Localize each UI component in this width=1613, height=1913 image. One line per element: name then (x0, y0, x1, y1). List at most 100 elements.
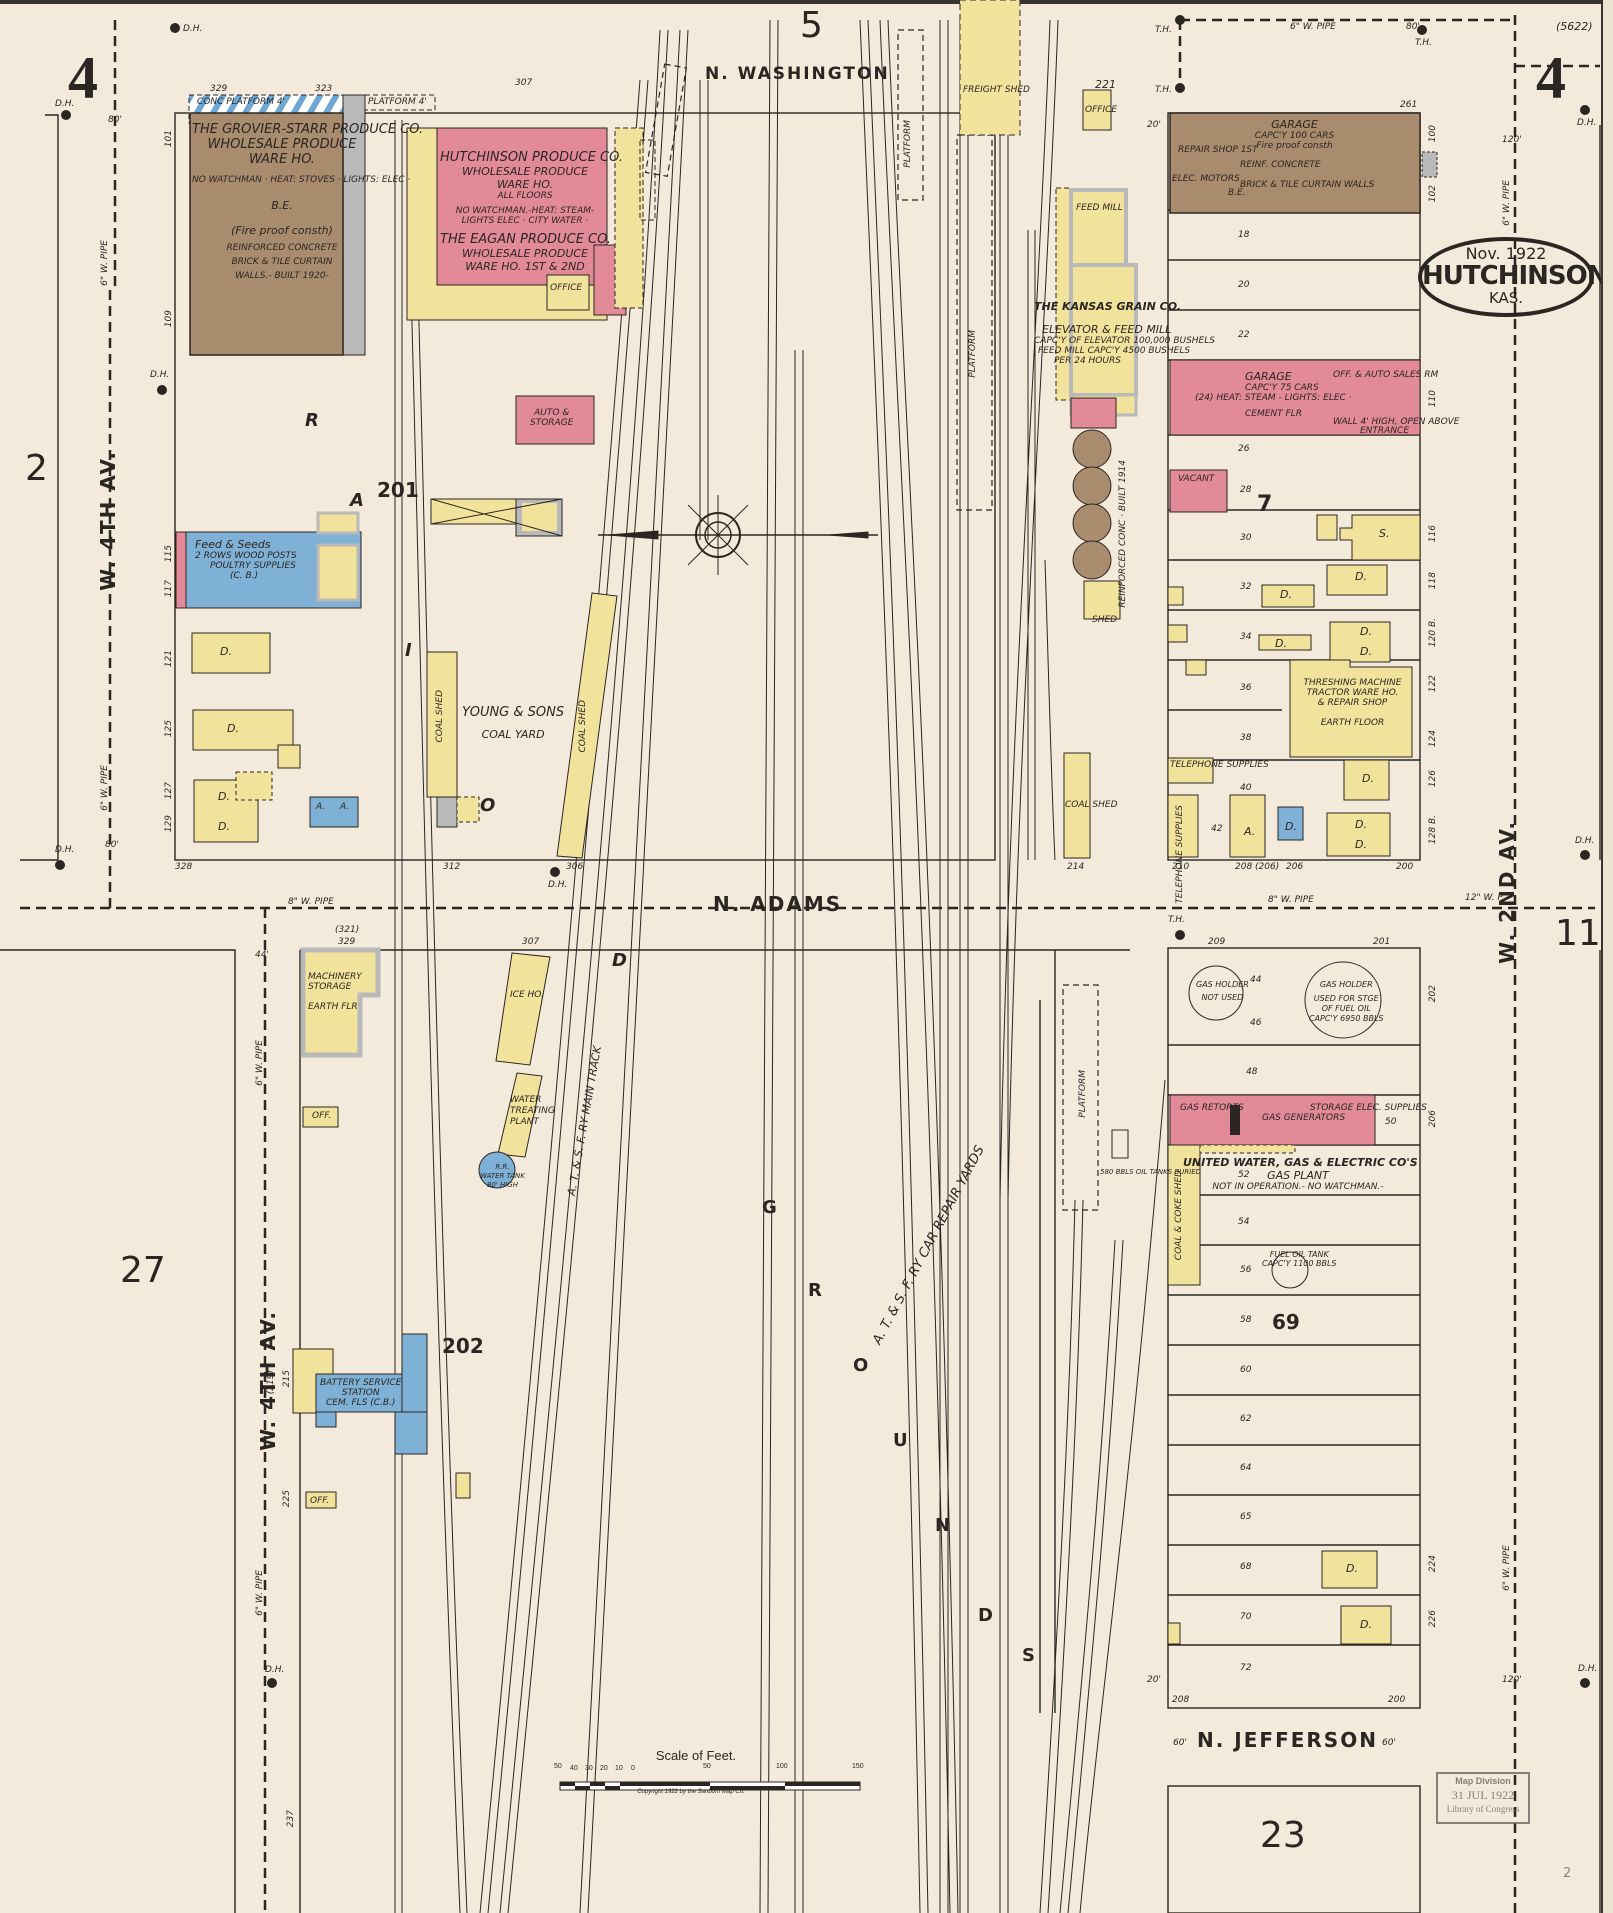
street-n-washington: N. WASHINGTON (705, 64, 890, 84)
address-number: 120 B. (1428, 618, 1438, 648)
rr-grounds-letter: D (612, 950, 627, 971)
lot-number: 54 (1238, 1217, 1250, 1227)
dwelling-label: D. (1280, 588, 1292, 601)
adjacent-sheet-bottom: 23 (1260, 1815, 1306, 1856)
address-number: 115 (164, 545, 174, 563)
lot-number: 42 (1211, 824, 1223, 834)
label-reinf-concrete: REINF. CONCRETE (1240, 160, 1321, 170)
dwelling-label: D. (1346, 1562, 1358, 1575)
label-conc-platform: CONC PLATFORM 4' (197, 97, 286, 107)
street-w-2nd: W. 2ND AV. (1495, 820, 1519, 964)
label-storage-elec: STORAGE ELEC. SUPPLIES (1310, 1103, 1427, 1113)
address-number: 125 (164, 720, 174, 738)
lot-number: 40 (1240, 783, 1252, 793)
lot-number: 52 (1238, 1170, 1250, 1180)
label-office: OFF. (310, 1496, 330, 1506)
address-number: (219) (266, 1370, 276, 1395)
building-garage-24: GARAGE CAPC'Y 75 CARS (24) HEAT: STEAM -… (1195, 370, 1352, 419)
address-number: 261 (1400, 100, 1418, 110)
address-number: 129 (164, 815, 174, 833)
title-city: HUTCHINSON (1422, 261, 1608, 291)
auto-label: A. (1244, 825, 1256, 838)
label-telephone-supplies: TELEPHONE SUPPLIES (1175, 805, 1185, 904)
building-united-water-gas: UNITED WATER, GAS & ELECTRIC CO'S GAS PL… (1183, 1156, 1418, 1192)
copyright: Copyright 1922 by the Sanborn Map Co. (637, 1789, 745, 1795)
lot-number: 28 (1240, 485, 1252, 495)
label-platform: PLATFORM (968, 330, 978, 378)
lot-number: 70 (1240, 1612, 1252, 1622)
corner-mark: 2 (1563, 1866, 1572, 1881)
rr-grounds-letter: R (305, 410, 319, 431)
dwelling-label: D. (218, 790, 230, 803)
dwelling-label: D. (1360, 645, 1372, 658)
street-width: 120' (1502, 1675, 1522, 1685)
street-width: 120' (1502, 135, 1522, 145)
building-machinery-storage: MACHINERY STORAGE EARTH FLR (308, 972, 362, 1012)
label-brick-tile: BRICK & TILE CURTAIN WALLS (1240, 180, 1375, 190)
address-number: 224 (1428, 1555, 1438, 1573)
street-n-jefferson: N. JEFFERSON (1197, 1728, 1378, 1752)
label-6in-pipe: 6" W. PIPE (1502, 180, 1512, 226)
rr-grounds-letter: U (893, 1430, 908, 1451)
address-number: 110 (1428, 390, 1438, 408)
label-dh: D.H. (55, 99, 75, 109)
lot-number: 58 (1240, 1315, 1252, 1325)
label-coal-coke-shed: COAL & COKE SHED (1174, 1170, 1184, 1261)
page-right-edge (1601, 0, 1613, 1913)
rr-grounds-letter: R (808, 1280, 822, 1301)
rr-grounds-letter: N (935, 1515, 951, 1536)
label-elec-motors: ELEC. MOTORS (1172, 174, 1240, 184)
address-number: 307 (522, 937, 540, 947)
label-th: T.H. (1155, 85, 1172, 95)
lot-number: 68 (1240, 1562, 1252, 1572)
address-number: 307 (515, 78, 533, 88)
label-th: T.H. (1415, 38, 1432, 48)
lot-number: 32 (1240, 582, 1252, 592)
lot-number: 65 (1240, 1512, 1252, 1522)
address-number: 118 (1428, 572, 1438, 590)
address-number: 126 (1428, 770, 1438, 788)
building-garage-fireproof: GARAGE CAPC'Y 100 CARS Fire proof consth (1254, 118, 1335, 151)
block-number-202: 202 (442, 1334, 484, 1358)
address-number: 208 (1172, 1695, 1190, 1705)
label-office: OFF. (312, 1111, 332, 1121)
label-8in-pipe: 8" W. PIPE (1268, 895, 1314, 905)
address-number: 127 (164, 782, 174, 800)
building-kansas-grain: THE KANSAS GRAIN CO. ELEVATOR & FEED MIL… (1034, 300, 1215, 366)
address-number: 306 (566, 862, 584, 872)
label-gas-retorts: GAS RETORTS (1180, 1103, 1244, 1113)
address-number: 329 (338, 937, 356, 947)
address-number: 124 (1428, 730, 1438, 748)
label-wall-high: WALL 4' HIGH, OPEN ABOVE (1333, 417, 1460, 427)
street-width: 60' (1173, 1738, 1187, 1748)
address-number: 101 (164, 130, 174, 148)
page-top-edge (0, 0, 1613, 4)
label-oil-tanks-buried: 580 BBLS OIL TANKS BURIED (1100, 1168, 1202, 1176)
label-coal-shed-adams: COAL SHED (1065, 800, 1118, 810)
sheet-number-left: 4 (68, 45, 98, 111)
label-gas-generators: GAS GENERATORS (1262, 1113, 1346, 1123)
store-label: S. (1379, 527, 1390, 540)
street-width: 80' (105, 840, 119, 850)
label-12in-pipe: 12" W. P. (1465, 893, 1505, 903)
job-number: (5622) (1556, 20, 1593, 33)
label-coal-shed: COAL SHED (578, 700, 588, 753)
street-w-4th-upper: W. 4TH AV. (96, 450, 120, 591)
building-hutchinson-produce: HUTCHINSON PRODUCE CO. WHOLESALE PRODUCE… (440, 150, 623, 226)
address-number: 210 (1172, 862, 1190, 872)
lot-number: 50 (1385, 1117, 1397, 1127)
label-th: T.H. (1155, 25, 1172, 35)
lot-number: 18 (1238, 230, 1250, 240)
rr-grounds-letter: A (350, 490, 364, 511)
address-number: 200 (1396, 862, 1414, 872)
lot-number: 38 (1240, 733, 1252, 743)
lot-number: 46 (1250, 1018, 1262, 1028)
title-date: Nov. 1922 (1465, 244, 1547, 263)
label-platform: PLATFORM (903, 120, 913, 168)
street-width: 20' (1147, 120, 1161, 130)
rr-grounds-letter: S (1022, 1645, 1035, 1666)
label-6in-pipe: 6" W. PIPE (1290, 22, 1336, 32)
